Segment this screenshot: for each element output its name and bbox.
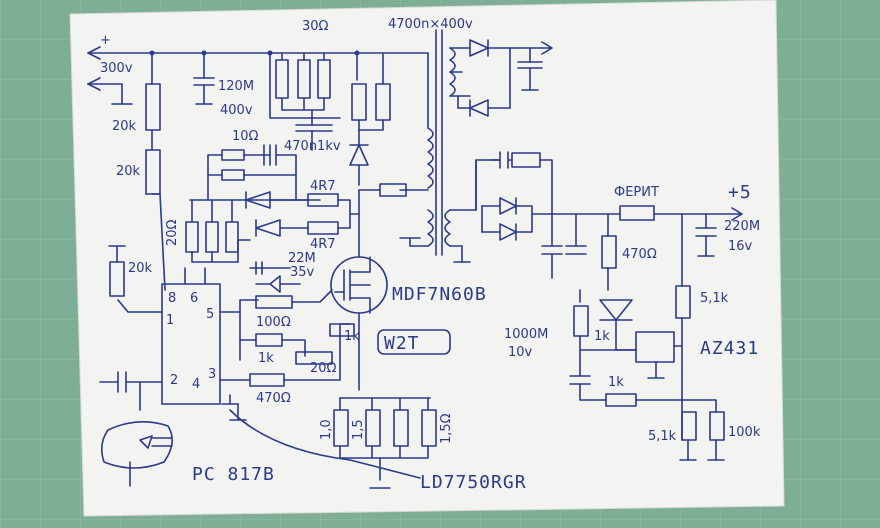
label-ic-pin6: 6 — [190, 291, 198, 306]
label-r5-1k-b: 5,1k — [648, 429, 677, 444]
label-r4r7b: 4R7 — [310, 237, 336, 252]
ic-block — [99, 245, 355, 421]
label-r1k-c: 1k — [594, 329, 610, 344]
optocoupler — [100, 421, 173, 487]
transformer — [358, 29, 501, 263]
label-r4r7a: 4R7 — [310, 179, 336, 194]
label-r5-1k-a: 5,1k — [700, 291, 729, 306]
label-ic-pin2: 2 — [170, 373, 178, 388]
labels-group: + 300v 20k 20k 20k 120M 400v 30Ω 4700n×4… — [100, 17, 761, 493]
label-r1-5b: 1,5Ω — [439, 413, 454, 444]
mosfet-symbol — [330, 189, 388, 391]
label-ic-pin8: 8 — [168, 291, 176, 306]
label-r470-out: 470Ω — [622, 247, 657, 262]
label-ic-pin5: 5 — [206, 307, 214, 322]
label-c1000m: 1000M — [504, 327, 548, 342]
label-r100k: 100k — [728, 425, 761, 440]
paper-sheet — [69, 0, 785, 517]
label-c470n: 470n1kv — [284, 139, 341, 154]
label-ic-pin3: 3 — [208, 367, 216, 382]
label-r1-0: 1,0 — [319, 419, 334, 440]
label-ic-pin4: 4 — [192, 377, 200, 392]
label-ic-pin1: 1 — [166, 313, 174, 328]
label-plus5: +5 — [728, 182, 752, 203]
label-r20k-a: 20k — [112, 119, 137, 134]
source-resistors — [333, 397, 437, 489]
label-r100: 100Ω — [256, 315, 291, 330]
label-r20-ohm: 20Ω — [165, 219, 180, 246]
label-r20k-c: 20k — [128, 261, 153, 276]
label-r20-ohm-b: 20Ω — [310, 361, 337, 376]
label-r10: 10Ω — [232, 129, 259, 144]
label-r1-5a: 1,5 — [351, 419, 366, 440]
label-az431: AZ431 — [700, 338, 759, 359]
gate-drive-network — [185, 144, 360, 293]
label-c220m: 220M — [724, 219, 760, 234]
label-c1000v: 10v — [508, 345, 533, 360]
label-pc817: PC 817B — [192, 464, 275, 485]
label-c220v: 16v — [728, 239, 753, 254]
label-ferit: ФЕРИТ — [614, 185, 659, 200]
label-mosfet: MDF7N60B — [392, 284, 487, 305]
label-r1k-d: 1k — [608, 375, 624, 390]
bulk-capacitor — [193, 52, 215, 105]
label-c22v: 35v — [290, 265, 315, 280]
w2t-box — [377, 329, 451, 355]
label-plus: + — [100, 33, 111, 48]
label-c4700: 4700n×400v — [388, 17, 473, 32]
left-divider — [145, 52, 166, 291]
label-r470-ic: 470Ω — [256, 391, 291, 406]
snubber-resistors — [269, 52, 391, 186]
label-c22m: 22M — [288, 251, 316, 266]
label-c120v: 400v — [220, 103, 253, 118]
label-r1k-b: 1k — [344, 329, 360, 344]
top-rail — [87, 46, 429, 105]
label-ld7750: LD7750RGR — [420, 472, 527, 493]
label-300v: 300v — [100, 61, 133, 76]
label-c120m: 120M — [218, 79, 254, 94]
aux-rectifier — [449, 39, 553, 117]
ld-leader-line — [229, 409, 421, 479]
label-w2t: W2T — [384, 333, 420, 354]
label-r30: 30Ω — [302, 19, 329, 34]
label-r20k-b: 20k — [116, 164, 141, 179]
output-rectifier — [475, 151, 743, 461]
label-r1k-a: 1k — [258, 351, 274, 366]
